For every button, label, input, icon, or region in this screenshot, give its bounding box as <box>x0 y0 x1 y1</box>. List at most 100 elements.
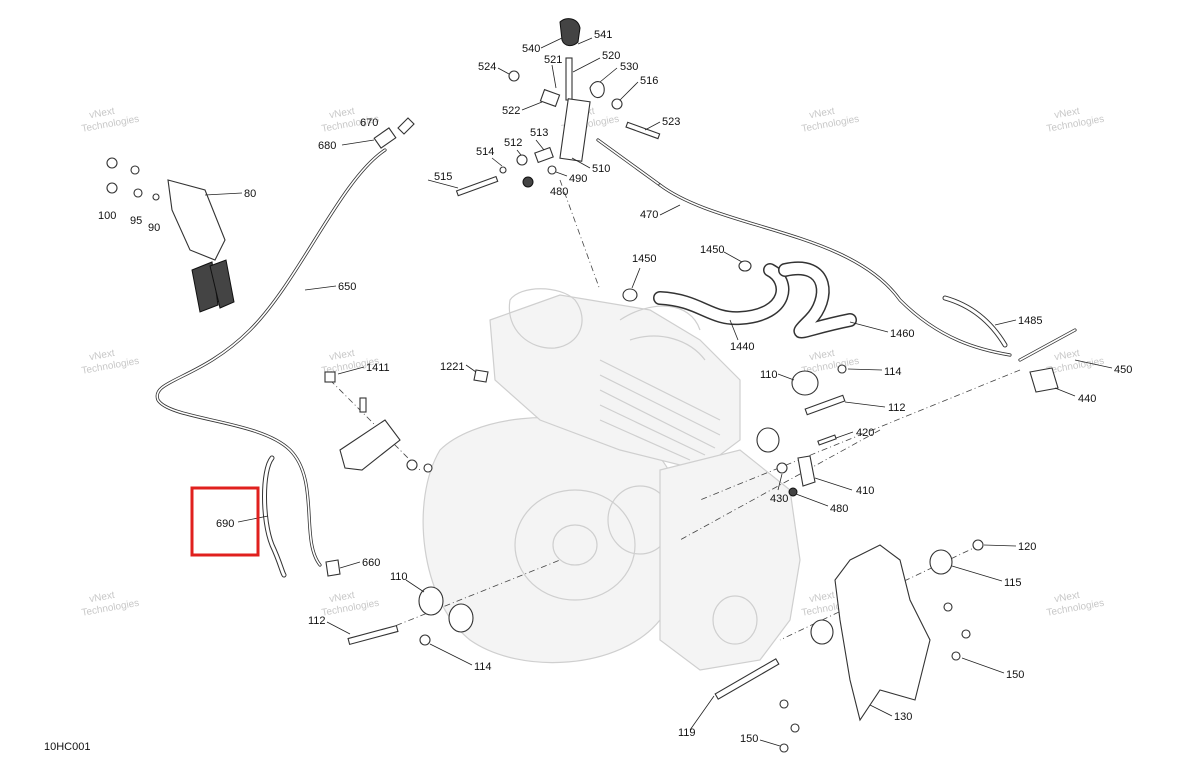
callout-1460[interactable]: 1460 <box>890 328 914 340</box>
leader-150-bottom <box>759 739 781 747</box>
callout-130[interactable]: 130 <box>894 711 912 723</box>
mount-hardware-left <box>324 369 489 473</box>
callout-114-lower[interactable]: 114 <box>474 661 492 673</box>
callout-524[interactable]: 524 <box>478 61 496 73</box>
bolt-150-a <box>943 602 953 612</box>
vent-tube-650 <box>155 117 415 577</box>
nut-514 <box>499 166 507 174</box>
callout-660[interactable]: 660 <box>362 557 380 569</box>
washer-95 <box>133 188 143 198</box>
callout-690[interactable]: 690 <box>216 518 234 530</box>
leader-119 <box>689 695 715 731</box>
tube-650-inner <box>156 149 386 566</box>
cable-end-spring-inner <box>1019 329 1076 361</box>
callout-1221[interactable]: 1221 <box>440 361 464 373</box>
callout-490[interactable]: 490 <box>569 173 587 185</box>
bolt-150-e <box>790 723 800 733</box>
nut-lower-left-2 <box>423 463 433 473</box>
leader-112-right <box>844 401 886 408</box>
callout-114-right[interactable]: 114 <box>884 366 902 378</box>
callout-110-lower[interactable]: 110 <box>390 571 408 583</box>
cvt-hub-ghost <box>552 524 598 566</box>
callout-1440[interactable]: 1440 <box>730 341 754 353</box>
leader-660 <box>339 561 361 569</box>
leader-112-lower <box>326 621 351 635</box>
washer-512 <box>516 154 528 166</box>
leader-480-right <box>795 493 829 507</box>
callout-1485[interactable]: 1485 <box>1018 315 1042 327</box>
leader-114-lower <box>429 643 473 666</box>
leader-524 <box>497 67 510 75</box>
callout-110-right[interactable]: 110 <box>760 369 778 381</box>
spacer-513 <box>534 146 554 164</box>
callout-680[interactable]: 680 <box>318 140 336 152</box>
callout-541[interactable]: 541 <box>594 29 612 41</box>
callout-410[interactable]: 410 <box>856 485 874 497</box>
throttle-body-ghost <box>508 288 583 349</box>
callout-440[interactable]: 440 <box>1078 393 1096 405</box>
shift-cable-spring-inner <box>597 139 661 186</box>
leader-490 <box>555 171 568 177</box>
callout-100[interactable]: 100 <box>98 210 116 222</box>
callout-670[interactable]: 670 <box>360 117 378 129</box>
callout-1411[interactable]: 1411 <box>366 362 390 374</box>
callout-1450-left[interactable]: 1450 <box>632 253 656 265</box>
callout-513[interactable]: 513 <box>530 127 548 139</box>
shift-cable-470 <box>658 183 1077 393</box>
tube-690-inner <box>263 456 286 577</box>
leader-513 <box>535 139 545 151</box>
leader-450 <box>1074 359 1113 369</box>
pedal-bracket <box>167 179 226 261</box>
callout-510[interactable]: 510 <box>592 163 610 175</box>
callout-480-right[interactable]: 480 <box>830 503 848 515</box>
leader-515 <box>427 179 459 189</box>
callout-112-right[interactable]: 112 <box>888 402 906 414</box>
callout-120[interactable]: 120 <box>1018 541 1036 553</box>
stud-1411 <box>359 397 367 413</box>
callout-115[interactable]: 115 <box>1004 577 1022 589</box>
assembly-line <box>329 379 421 471</box>
washer-90 <box>152 193 160 201</box>
leader-521 <box>551 64 557 89</box>
callout-650[interactable]: 650 <box>338 281 356 293</box>
callout-80[interactable]: 80 <box>244 188 256 200</box>
callout-521[interactable]: 521 <box>544 54 562 66</box>
callout-420[interactable]: 420 <box>856 427 874 439</box>
callout-95[interactable]: 95 <box>130 215 142 227</box>
callout-470[interactable]: 470 <box>640 209 658 221</box>
bracket-assembly-130 <box>714 539 984 753</box>
bolt-523 <box>625 121 661 140</box>
callout-1450-right[interactable]: 1450 <box>700 244 724 256</box>
callout-520[interactable]: 520 <box>602 50 620 62</box>
nut-lower-left <box>406 459 418 471</box>
callout-516[interactable]: 516 <box>640 75 658 87</box>
nut-lower <box>106 182 118 194</box>
callout-430[interactable]: 430 <box>770 493 788 505</box>
watermark-line-1: vNext <box>88 590 115 605</box>
mount-hardware-lower-left <box>347 586 474 646</box>
callout-512[interactable]: 512 <box>504 137 522 149</box>
bolt-112-lower <box>347 624 399 646</box>
bolt-120 <box>972 539 984 551</box>
watermark: vNext Technologies <box>1046 106 1105 135</box>
pulley-lower <box>448 603 474 633</box>
callout-523[interactable]: 523 <box>662 116 680 128</box>
pedal-assembly <box>106 157 235 313</box>
callout-514[interactable]: 514 <box>476 146 494 158</box>
callout-150-right[interactable]: 150 <box>1006 669 1024 681</box>
hose-1440-inner <box>654 264 788 324</box>
callout-150-bottom[interactable]: 150 <box>740 733 758 745</box>
callout-112-lower[interactable]: 112 <box>308 615 326 627</box>
callout-480-top[interactable]: 480 <box>550 186 568 198</box>
callout-119[interactable]: 119 <box>678 727 696 739</box>
leader-516 <box>619 81 639 101</box>
callout-522[interactable]: 522 <box>502 105 520 117</box>
callout-515[interactable]: 515 <box>434 171 452 183</box>
callout-450[interactable]: 450 <box>1114 364 1132 376</box>
callout-540[interactable]: 540 <box>522 43 540 55</box>
leader-1485 <box>994 319 1017 326</box>
callout-530[interactable]: 530 <box>620 61 638 73</box>
pulley-115 <box>929 549 953 575</box>
cvt-pulley-ghost <box>514 489 636 601</box>
callout-90[interactable]: 90 <box>148 222 160 234</box>
